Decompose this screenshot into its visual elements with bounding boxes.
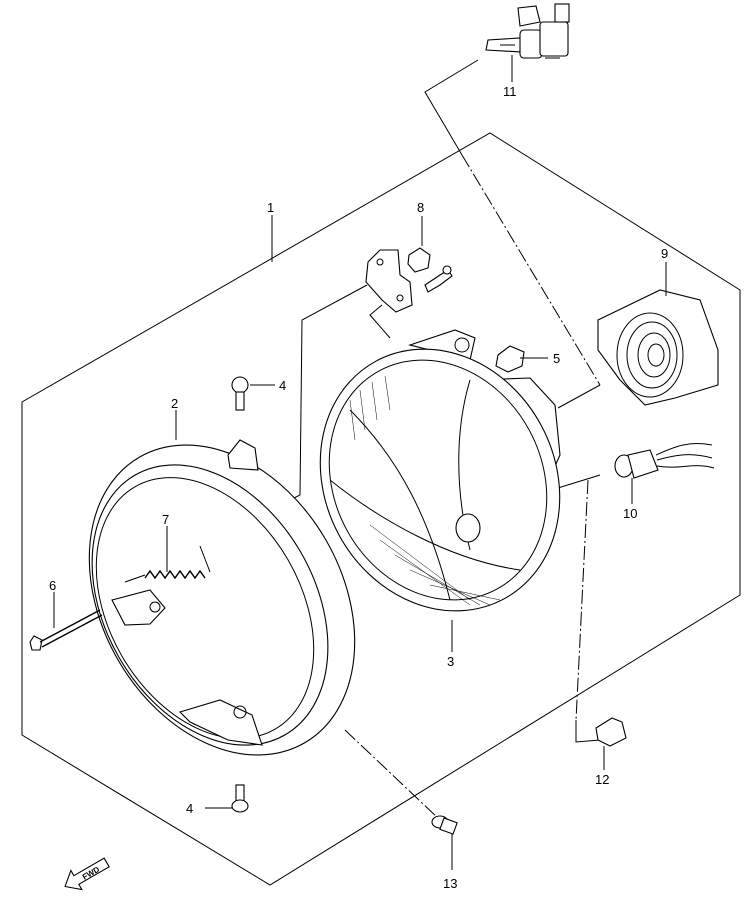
- assembly-outline: [21, 132, 741, 886]
- nut-5: [495, 345, 525, 373]
- callout-11: 11: [503, 84, 517, 99]
- socket-cover-9: [597, 289, 719, 406]
- screw-13: [431, 815, 458, 835]
- socket-10: [614, 442, 715, 479]
- lamp-unit-3: [319, 329, 561, 612]
- callout-12: 12: [595, 772, 609, 787]
- callout-1: 1: [267, 200, 274, 215]
- callout-9: 9: [661, 246, 668, 261]
- housing-ring-2: [88, 439, 356, 756]
- fwd-arrow-icon: FWD: [64, 857, 110, 891]
- bulb-11: [485, 3, 570, 59]
- screw-4-top: [231, 376, 249, 411]
- callout-2: 2: [171, 396, 178, 411]
- spring-7: [124, 545, 211, 583]
- callout-5: 5: [553, 351, 560, 366]
- callout-6: 6: [49, 578, 56, 593]
- callout-7: 7: [162, 512, 169, 527]
- callout-3: 3: [447, 654, 454, 669]
- callout-10: 10: [623, 506, 637, 521]
- callout-8: 8: [417, 200, 424, 215]
- callout-4-top: 4: [279, 378, 286, 393]
- screw-4-bottom: [231, 784, 249, 813]
- callout-4-bottom: 4: [186, 801, 193, 816]
- bulb-12: [595, 717, 627, 747]
- callout-13: 13: [443, 876, 457, 891]
- leader-lines: [53, 55, 667, 870]
- bracket-8: [365, 247, 453, 313]
- screw-6: [29, 609, 103, 651]
